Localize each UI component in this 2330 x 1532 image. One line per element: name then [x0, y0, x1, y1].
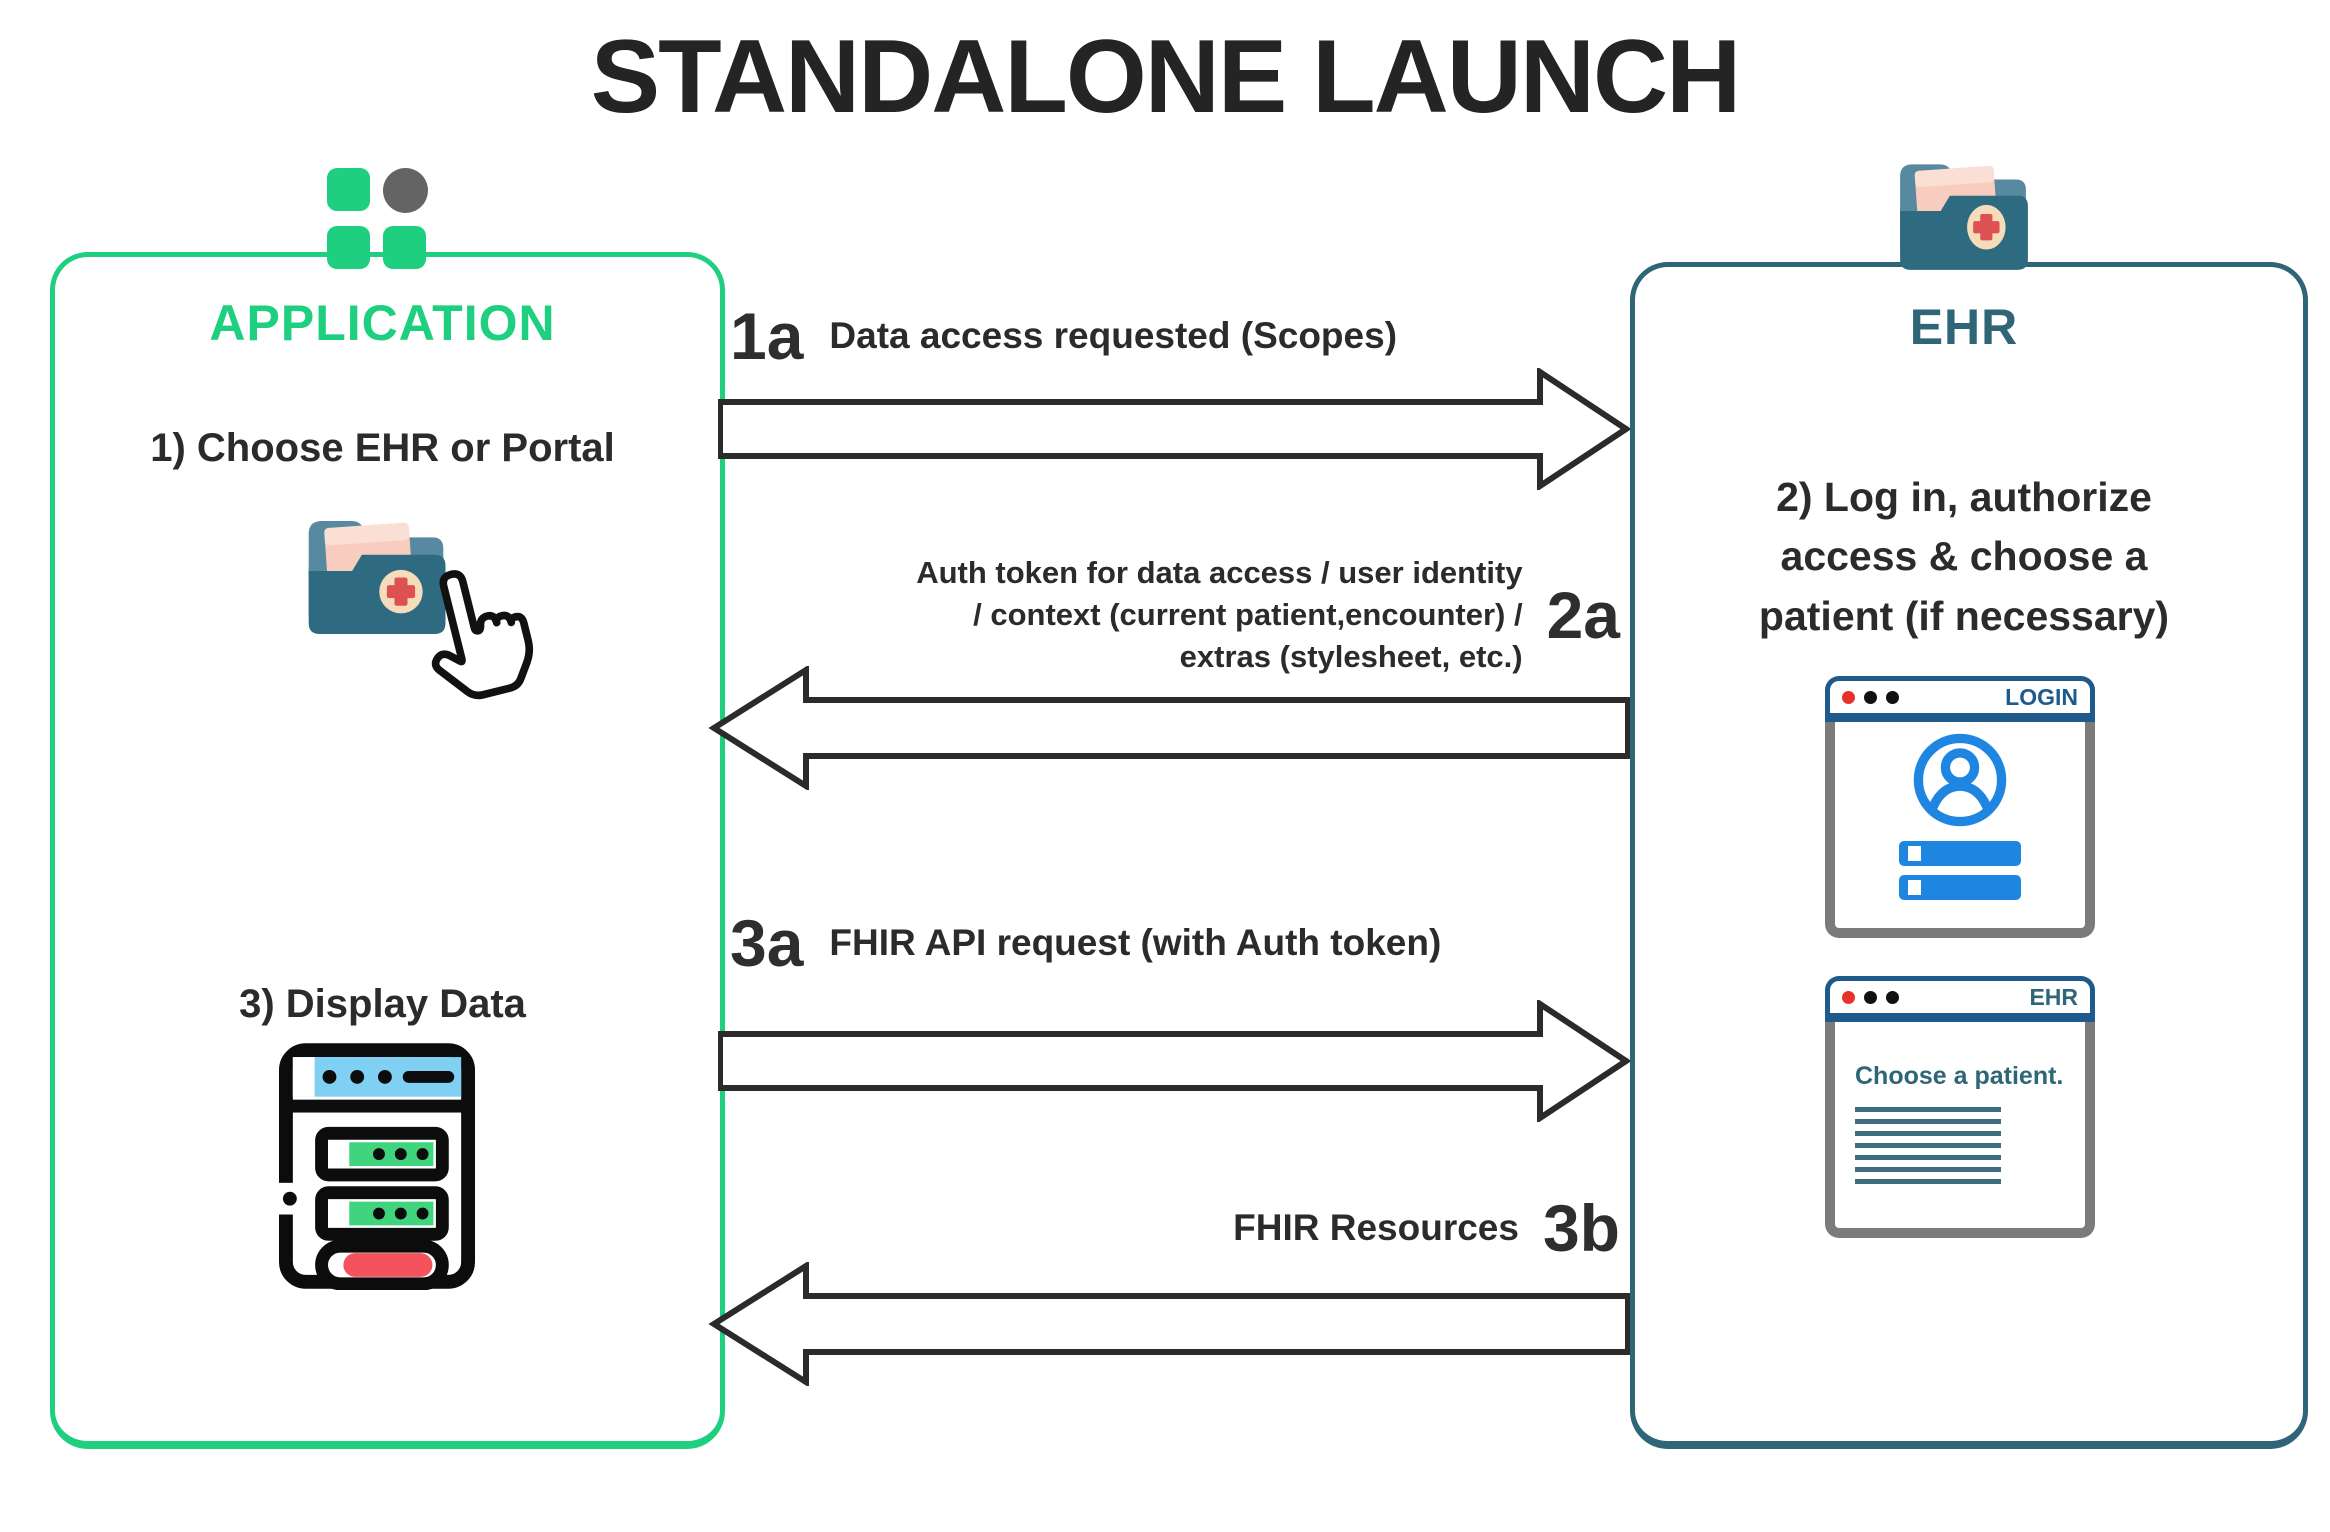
flow-2a-number: 2a: [1546, 578, 1620, 653]
grid-square-icon: [327, 168, 370, 211]
ehr-window-titlebar: EHR: [1825, 976, 2095, 1022]
grid-square-icon: [327, 226, 370, 269]
ehr-step2-line: 2) Log in, authorize: [1776, 474, 2152, 520]
flow-3a-label-row: 3a FHIR API request (with Auth token): [730, 903, 1630, 983]
page-title: STANDALONE LAUNCH: [590, 19, 1741, 135]
application-step3-label: 3) Display Data: [239, 982, 526, 1026]
application-title: APPLICATION: [209, 295, 556, 351]
arrow-left-2a-icon: [708, 666, 1630, 790]
login-window-titlebar: LOGIN: [1825, 676, 2095, 722]
ehr-window-title: EHR: [2029, 983, 2078, 1010]
flow-3b-label-row: FHIR Resources 3b: [700, 1188, 1620, 1268]
username-field[interactable]: [1899, 841, 2021, 866]
user-icon: [1913, 733, 2007, 827]
flow-3a-number: 3a: [730, 906, 804, 980]
flow-2a-label: Auth token for data access / user identi…: [916, 555, 1523, 675]
application-step1-label: 1) Choose EHR or Portal: [150, 426, 615, 470]
choose-patient-text: Choose a patient.: [1855, 1062, 2064, 1090]
flow-3a-label: FHIR API request (with Auth token): [829, 922, 1442, 963]
flow-3b-label: FHIR Resources: [1233, 1207, 1519, 1248]
hand-cursor-icon: [431, 570, 534, 700]
window-dot-red-icon: [1842, 690, 1855, 704]
grid-square-icon: [383, 226, 426, 269]
flow-1a-label: Data access requested (Scopes): [829, 315, 1398, 356]
grid-circle-icon: [383, 168, 428, 213]
browser-data-icon: [278, 1043, 476, 1290]
ehr-step2-line: patient (if necessary): [1758, 592, 2170, 639]
ehr-patient-window: EHR Choose a patient.: [1825, 976, 2095, 1238]
window-dot-red-icon: [1842, 990, 1855, 1004]
window-dot-icon: [1886, 690, 1899, 704]
ehr-window-body: Choose a patient.: [1825, 1022, 2095, 1238]
password-field[interactable]: [1899, 875, 2021, 900]
window-dot-icon: [1864, 990, 1877, 1004]
patient-list-lines[interactable]: [1855, 1107, 2001, 1189]
ehr-step2-label: 2) Log in, authorize access & choose a p…: [1640, 468, 2288, 646]
window-dot-icon: [1864, 690, 1877, 704]
ehr-step2-line: access & choose a: [1780, 533, 2148, 580]
flow-3b-number: 3b: [1542, 1191, 1620, 1265]
ehr-title: EHR: [1909, 299, 2019, 355]
flow-1a-number: 1a: [730, 299, 804, 373]
medical-folder-icon: [308, 521, 446, 634]
flow-2a-label-row: Auth token for data access / user identi…: [700, 552, 1620, 678]
arrow-left-3b-icon: [708, 1262, 1630, 1386]
login-window-title: LOGIN: [2005, 683, 2078, 710]
app-grid-icon: [327, 168, 428, 269]
ehr-folder-icon: [1900, 164, 2028, 270]
login-window-body: [1825, 722, 2095, 938]
arrow-right-1a-icon: [718, 368, 1630, 490]
login-window: LOGIN: [1825, 676, 2095, 938]
window-dot-icon: [1886, 990, 1899, 1004]
flow-1a-label-row: 1a Data access requested (Scopes): [730, 296, 1630, 376]
arrow-right-3a-icon: [718, 1000, 1630, 1122]
